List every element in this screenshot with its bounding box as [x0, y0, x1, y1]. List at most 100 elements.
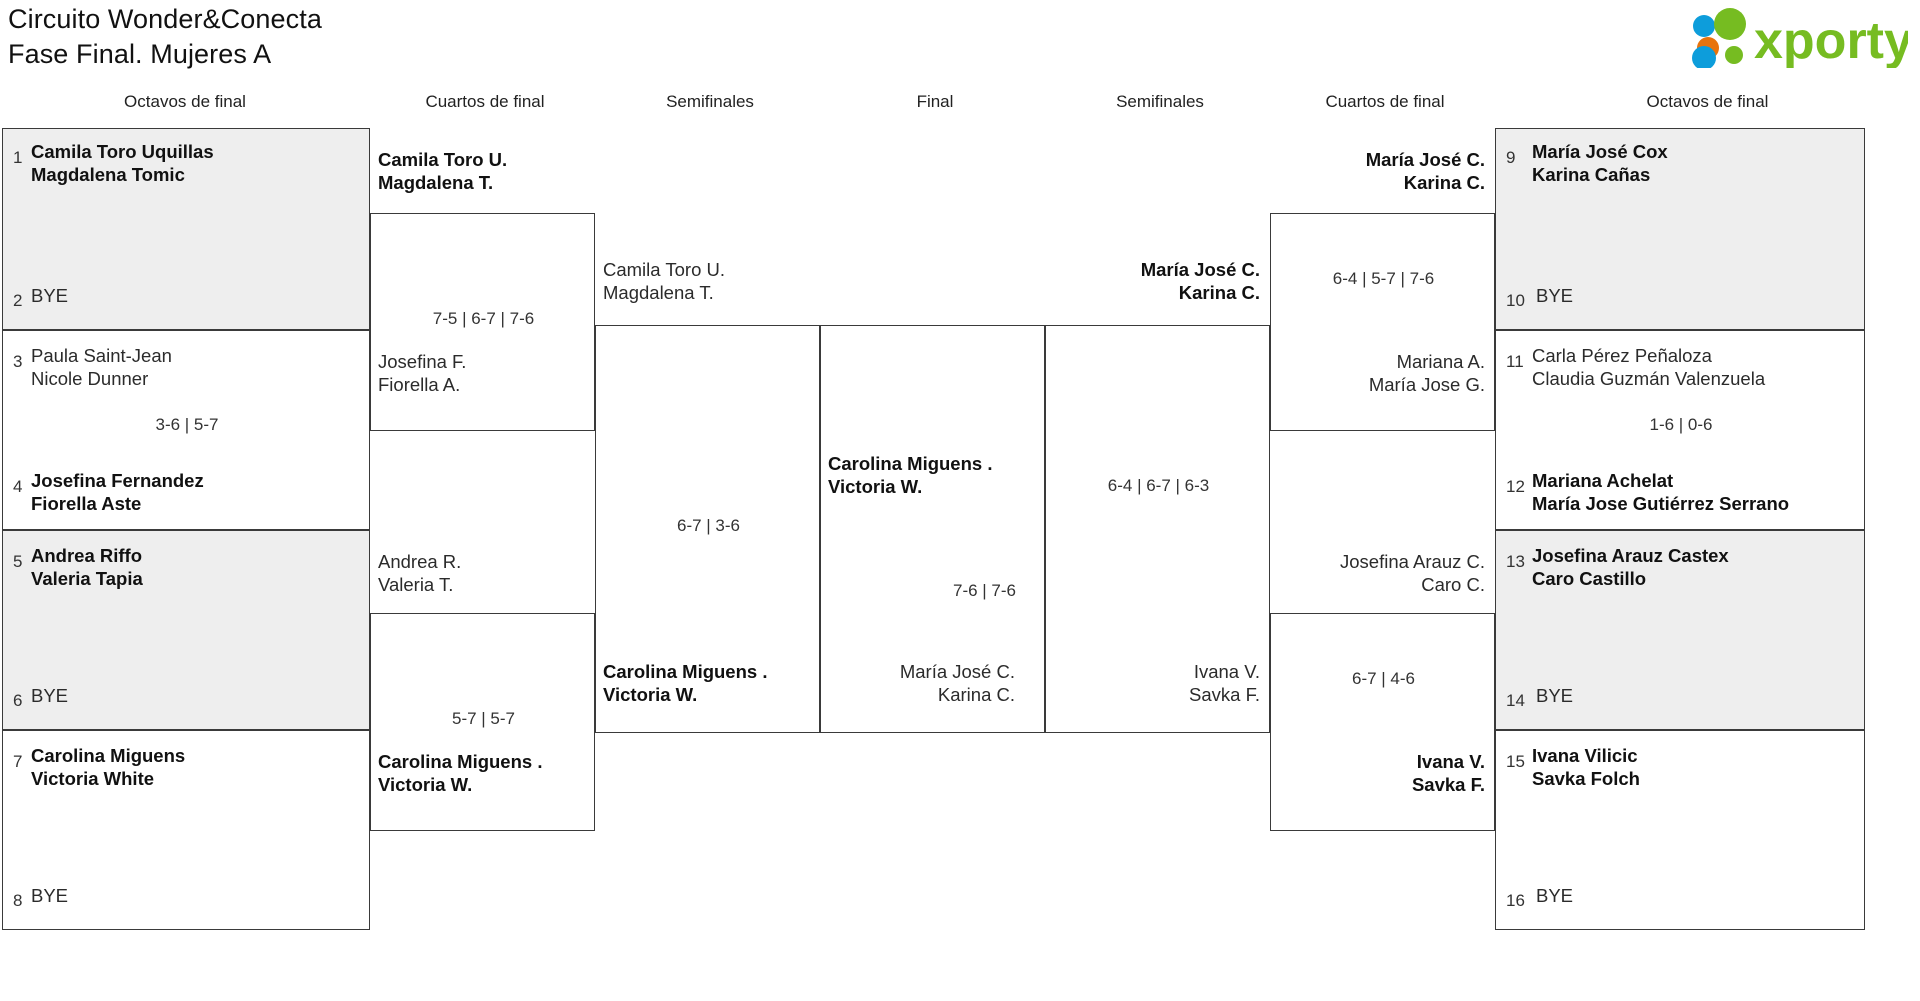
qf-right-1-winner: María José C. Karina C. — [1285, 148, 1485, 194]
player-name: Victoria W. — [378, 774, 473, 795]
player-name: Nicole Dunner — [31, 368, 149, 389]
player-name: Caro Castillo — [1532, 568, 1647, 589]
match-slot-r16-7[interactable]: 13 Josefina Arauz Castex Caro Castillo 1… — [1495, 530, 1865, 730]
player-name: Valeria T. — [378, 574, 454, 595]
match-slot-r16-1[interactable]: 1 Camila Toro Uquillas Magdalena Tomic 2… — [2, 128, 370, 330]
seed-number: 2 — [13, 291, 23, 310]
match-slot-qf-right-2[interactable]: 6-7 | 4-6 — [1270, 613, 1495, 831]
match-score: 6-7 | 4-6 — [1351, 669, 1415, 688]
player-name: Victoria W. — [603, 684, 698, 705]
round-header-final: Final — [916, 92, 954, 111]
match-score: 7-6 | 7-6 — [952, 581, 1016, 600]
player-name: BYE — [1536, 885, 1574, 906]
match-slot-sf-right[interactable]: 6-4 | 6-7 | 6-3 — [1045, 325, 1270, 733]
qf-left-1-loser: Josefina F. Fiorella A. — [378, 350, 466, 396]
player-name: Andrea Riffo — [31, 545, 142, 566]
match-slot-r16-5[interactable]: 9 María José Cox Karina Cañas 10 BYE — [1495, 128, 1865, 330]
match-slot-qf-left-2[interactable]: 5-7 | 5-7 — [370, 613, 595, 831]
qf-right-1-loser: Mariana A. María Jose G. — [1285, 350, 1485, 396]
match-slot-qf-left-1[interactable]: 7-5 | 6-7 | 7-6 — [370, 213, 595, 431]
match-slot-r16-4[interactable]: 7 Carolina Miguens Victoria White 8 BYE — [2, 730, 370, 930]
seed-number: 7 — [13, 752, 23, 771]
seed-number: 4 — [13, 477, 23, 496]
match-slot-final[interactable]: 7-6 | 7-6 — [820, 325, 1045, 733]
player-name: Carolina Miguens . — [378, 751, 543, 772]
player-name: Caro C. — [1421, 574, 1485, 595]
seed-number: 6 — [13, 691, 23, 710]
player-name: Ivana Vilicic — [1532, 745, 1638, 766]
player-name: María José C. — [1140, 259, 1260, 280]
qf-right-2-winner: Ivana V. Savka F. — [1285, 750, 1485, 796]
seed-number: 1 — [13, 148, 23, 167]
player-name: Magdalena T. — [603, 282, 714, 303]
player-name: Carolina Miguens . — [603, 661, 768, 682]
player-name: Carolina Miguens — [31, 745, 186, 766]
xporty-logo: xporty — [1678, 8, 1908, 68]
match-score: 7-5 | 6-7 | 7-6 — [432, 309, 535, 328]
qf-left-2-winner: Carolina Miguens . Victoria W. — [378, 750, 542, 796]
player-name: Mariana A. — [1396, 351, 1485, 372]
svg-text:xporty: xporty — [1754, 12, 1908, 68]
match-slot-r16-2[interactable]: 3 Paula Saint-Jean Nicole Dunner 3-6 | 5… — [2, 330, 370, 530]
player-name: María Jose G. — [1368, 374, 1485, 395]
xporty-logo-icon: xporty — [1692, 8, 1908, 68]
final-winner: Carolina Miguens . Victoria W. — [828, 452, 992, 498]
page-title: Circuito Wonder&Conecta Fase Final. Muje… — [8, 2, 322, 72]
qf-left-1-winner: Camila Toro U. Magdalena T. — [378, 148, 507, 194]
seed-number: 11 — [1506, 352, 1524, 371]
player-name: Camila Toro U. — [603, 259, 726, 280]
player-name: Karina C. — [1178, 282, 1260, 303]
qf-left-2-loser: Andrea R. Valeria T. — [378, 550, 461, 596]
round-header-right-qf: Cuartos de final — [1325, 92, 1445, 111]
player-name: Carolina Miguens . — [828, 453, 993, 474]
player-name: Fiorella A. — [378, 374, 461, 395]
seed-number: 3 — [13, 352, 23, 371]
sf-left-loser: Camila Toro U. Magdalena T. — [603, 258, 725, 304]
round-header-left-sf: Semifinales — [666, 92, 754, 111]
player-name: Josefina Arauz C. — [1340, 551, 1485, 572]
player-name: Josefina F. — [378, 351, 467, 372]
seed-number: 9 — [1506, 148, 1516, 167]
player-name: Magdalena Tomic — [31, 164, 185, 185]
match-score: 6-4 | 6-7 | 6-3 — [1107, 476, 1210, 495]
player-name: BYE — [1536, 685, 1574, 706]
player-name: Carla Pérez Peñaloza — [1532, 345, 1712, 366]
player-name: María José C. — [1365, 149, 1485, 170]
match-score: 6-7 | 3-6 — [676, 516, 740, 535]
round-header-left-r16: Octavos de final — [124, 92, 246, 111]
player-name: Savka F. — [1189, 684, 1260, 705]
round-header-right-r16: Octavos de final — [1646, 92, 1769, 111]
match-slot-r16-8[interactable]: 15 Ivana Vilicic Savka Folch 16 BYE — [1495, 730, 1865, 930]
player-name: BYE — [31, 685, 69, 706]
player-name: María José Cox — [1532, 141, 1668, 162]
match-score: 1-6 | 0-6 — [1649, 415, 1713, 434]
match-slot-r16-6[interactable]: 11 Carla Pérez Peñaloza Claudia Guzmán V… — [1495, 330, 1865, 530]
seed-number: 10 — [1506, 291, 1525, 310]
player-name: María José C. — [899, 661, 1015, 682]
round-header-right-sf: Semifinales — [1116, 92, 1204, 111]
sf-right-winner: María José C. Karina C. — [1060, 258, 1260, 304]
player-name: Fiorella Aste — [31, 493, 142, 514]
match-slot-qf-right-1[interactable]: 6-4 | 5-7 | 7-6 — [1270, 213, 1495, 431]
player-name: Claudia Guzmán Valenzuela — [1532, 368, 1766, 389]
match-slot-r16-3[interactable]: 5 Andrea Riffo Valeria Tapia 6 BYE — [2, 530, 370, 730]
player-name: Magdalena T. — [378, 172, 494, 193]
player-name: Savka F. — [1411, 774, 1485, 795]
player-name: Ivana V. — [1416, 751, 1485, 772]
player-name: Valeria Tapia — [31, 568, 143, 589]
player-name: Karina Cañas — [1532, 164, 1651, 185]
sf-left-winner: Carolina Miguens . Victoria W. — [603, 660, 767, 706]
seed-number: 15 — [1506, 752, 1525, 771]
match-score: 6-4 | 5-7 | 7-6 — [1332, 269, 1435, 288]
seed-number: 12 — [1506, 477, 1525, 496]
match-score: 5-7 | 5-7 — [451, 709, 515, 728]
player-name: Karina C. — [937, 684, 1015, 705]
match-slot-sf-left[interactable]: 6-7 | 3-6 — [595, 325, 820, 733]
player-name: Mariana Achelat — [1532, 470, 1674, 491]
player-name: Paula Saint-Jean — [31, 345, 172, 366]
player-name: Victoria White — [31, 768, 155, 789]
player-name: BYE — [31, 285, 69, 306]
player-name: Karina C. — [1403, 172, 1485, 193]
player-name: BYE — [31, 885, 69, 906]
match-score: 3-6 | 5-7 — [155, 415, 219, 434]
